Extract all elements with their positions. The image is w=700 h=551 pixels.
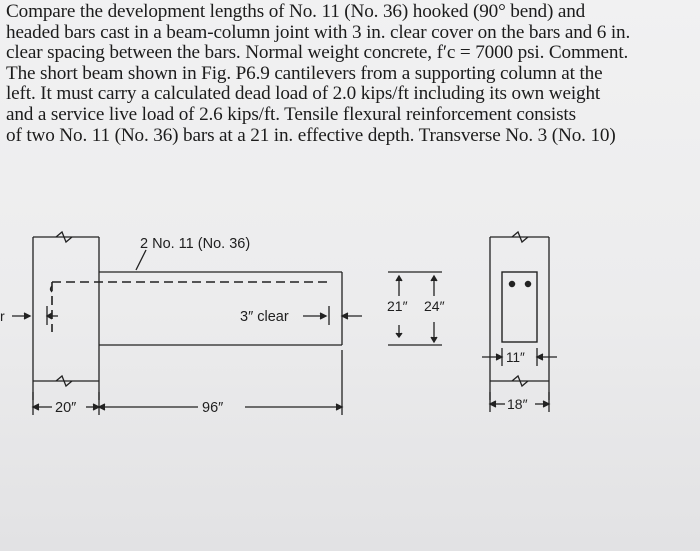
problem-line: and a service live load of 2.6 kips/ft. … (6, 103, 576, 125)
section-inner-width-label: 11″ (506, 350, 525, 365)
problem-statement: Compare the development lengths of No. 1… (6, 1, 696, 146)
length-dimension (31, 350, 344, 415)
cantilever-beam (99, 271, 343, 346)
support-column (32, 230, 100, 400)
depth-dimension (388, 271, 442, 346)
hooked-bar (51, 281, 328, 332)
problem-line: Compare the development lengths of No. 1… (6, 1, 586, 22)
section-dimensions (482, 348, 557, 412)
column-width-label: 20″ (55, 400, 76, 416)
problem-line: The short beam shown in Fig. P6.9 cantil… (6, 62, 603, 84)
bar-label: 2 No. 11 (No. 36) (140, 236, 250, 252)
hook-bend (49, 285, 53, 293)
section-width-label: 18″ (507, 396, 528, 412)
clear-cover-label: 3″ clear (240, 309, 289, 325)
problem-line: left. It must carry a calculated dead lo… (6, 83, 601, 105)
effective-depth-label: 21″ (387, 298, 408, 314)
total-depth-label: 24″ (424, 298, 445, 314)
span-length-label: 96″ (202, 400, 223, 416)
beam-cross-section (489, 230, 550, 400)
problem-line: clear spacing between the bars. Normal w… (6, 42, 629, 64)
problem-line: headed bars cast in a beam-column joint … (6, 21, 631, 43)
clear-cover-dimension (303, 306, 362, 325)
bar-label-leader (135, 249, 147, 271)
section-cut-marker (12, 306, 58, 325)
problem-line: of two No. 11 (No. 36) bars at a 21 in. … (6, 124, 616, 146)
section-marker-label: r (0, 308, 5, 324)
